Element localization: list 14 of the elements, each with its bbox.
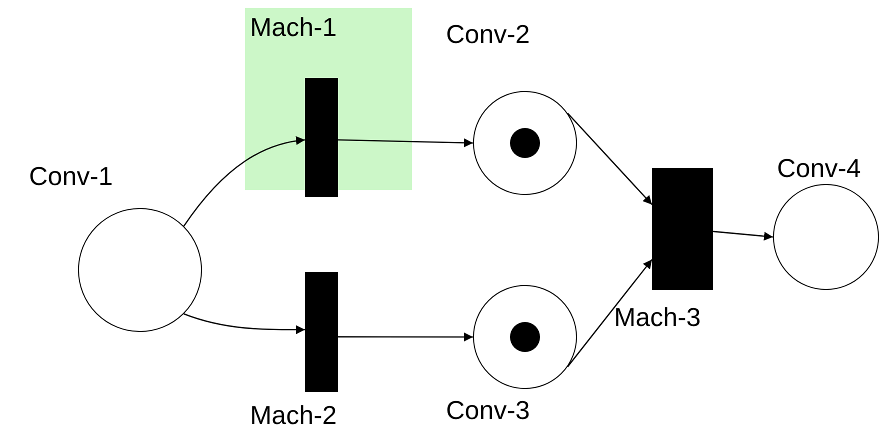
node-label: Conv-1: [29, 161, 113, 191]
node-label: Conv-2: [446, 19, 530, 49]
node-label: Conv-4: [777, 153, 861, 183]
arc-arrow: [712, 230, 774, 241]
node-label: Mach-3: [614, 302, 701, 332]
arc-arrow: [567, 259, 653, 368]
arc-arrow: [183, 136, 306, 227]
arc-arrow: [567, 112, 652, 206]
node-label: Conv-3: [446, 395, 530, 425]
arc-arrow: [338, 138, 474, 148]
node-label: Mach-2: [250, 400, 337, 430]
node-label: Mach-1: [250, 12, 337, 42]
arc-arrow: [184, 313, 305, 334]
arc-arrow: [338, 332, 473, 342]
